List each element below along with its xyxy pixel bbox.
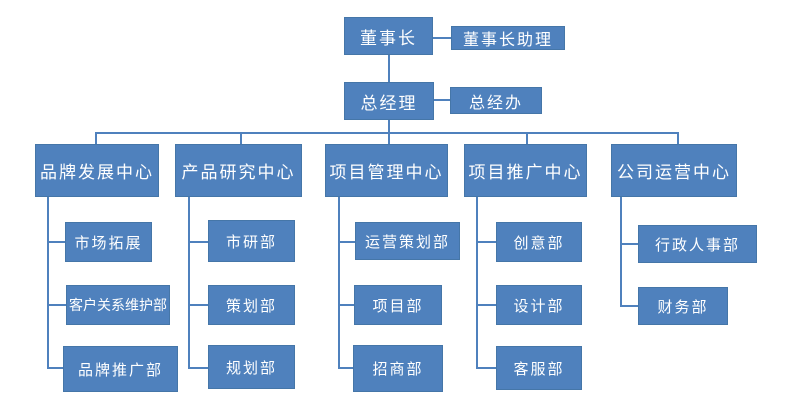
connector-bus-drop-3: [388, 132, 390, 144]
node-label: 董事长助理: [462, 32, 553, 49]
node-label: 项目管理中心: [329, 163, 444, 182]
connector-chairman-gm: [388, 55, 390, 82]
connector-bus-drop-1: [95, 132, 97, 144]
connector-spine-col2: [188, 197, 190, 369]
node-label: 项目部: [372, 297, 424, 315]
org-node-gm-office[interactable]: 总经办: [450, 87, 542, 114]
connector-spine-col4: [476, 197, 478, 369]
node-label: 客服部: [513, 360, 565, 378]
node-label: 策划部: [225, 297, 277, 315]
connector-elbow-col2-1: [188, 241, 208, 243]
dept-node-customer-relations[interactable]: 客户关系维护部: [66, 285, 170, 325]
node-label: 项目推广中心: [468, 163, 583, 182]
dept-node-investment[interactable]: 招商部: [353, 345, 443, 392]
connector-bus: [95, 132, 679, 134]
dept-node-project[interactable]: 项目部: [354, 285, 442, 325]
node-label: 总经办: [468, 94, 523, 112]
org-node-general-manager[interactable]: 总经理: [344, 82, 434, 120]
node-label: 市研部: [225, 233, 277, 251]
node-label: 财务部: [657, 298, 709, 316]
center-node-project-management[interactable]: 项目管理中心: [325, 144, 448, 197]
connector-elbow-col5-1: [620, 243, 638, 245]
connector-chairman-assistant: [433, 37, 451, 39]
connector-elbow-col2-3: [188, 367, 208, 369]
connector-bus-drop-2: [240, 132, 242, 144]
dept-node-finance[interactable]: 财务部: [638, 287, 728, 325]
dept-node-creative[interactable]: 创意部: [496, 222, 582, 262]
connector-elbow-col1-1: [47, 241, 65, 243]
connector-gm-office: [434, 99, 450, 101]
node-label: 运营策划部: [364, 233, 450, 251]
connector-elbow-col3-1: [338, 241, 355, 243]
connector-elbow-col5-2: [620, 305, 638, 307]
connector-elbow-col1-2: [47, 304, 66, 306]
connector-bus-drop-5: [677, 132, 679, 144]
connector-spine-col1: [47, 197, 49, 369]
connector-elbow-col4-2: [476, 304, 496, 306]
dept-node-customer-service[interactable]: 客服部: [496, 346, 582, 390]
connector-elbow-col1-3: [47, 367, 63, 369]
center-node-brand-development[interactable]: 品牌发展中心: [35, 144, 159, 197]
center-node-project-promotion[interactable]: 项目推广中心: [464, 144, 587, 197]
node-label: 客户关系维护部: [69, 297, 167, 313]
node-label: 产品研究中心: [181, 163, 296, 182]
dept-node-planning[interactable]: 策划部: [208, 285, 295, 325]
connector-elbow-col3-2: [338, 304, 354, 306]
connector-bus-drop-4: [526, 132, 528, 144]
connector-spine-col3: [338, 197, 340, 369]
node-label: 规划部: [225, 359, 277, 377]
dept-node-operations-planning[interactable]: 运营策划部: [355, 222, 460, 260]
node-label: 董事长: [360, 28, 417, 48]
center-node-product-research[interactable]: 产品研究中心: [175, 144, 302, 197]
connector-elbow-col4-3: [476, 367, 496, 369]
node-label: 品牌推广部: [77, 361, 163, 379]
node-label: 公司运营中心: [617, 163, 731, 182]
connector-spine-col5: [620, 197, 622, 307]
node-label: 总经理: [360, 93, 418, 113]
dept-node-admin-hr[interactable]: 行政人事部: [638, 225, 757, 263]
center-node-company-operations[interactable]: 公司运营中心: [611, 144, 737, 197]
dept-node-brand-promotion[interactable]: 品牌推广部: [63, 346, 178, 392]
connector-elbow-col2-2: [188, 304, 208, 306]
dept-node-market-expansion[interactable]: 市场拓展: [65, 222, 152, 262]
node-label: 品牌发展中心: [40, 163, 154, 182]
connector-elbow-col3-3: [338, 367, 353, 369]
org-node-chairman[interactable]: 董事长: [344, 17, 433, 55]
dept-node-program-planning[interactable]: 规划部: [208, 345, 295, 389]
org-node-chairman-assistant[interactable]: 董事长助理: [451, 26, 565, 50]
node-label: 市场拓展: [74, 234, 143, 252]
connector-gm-bus: [388, 120, 390, 134]
dept-node-design[interactable]: 设计部: [496, 285, 582, 325]
node-label: 设计部: [513, 297, 565, 315]
node-label: 招商部: [372, 361, 424, 378]
connector-elbow-col4-1: [476, 241, 496, 243]
node-label: 行政人事部: [654, 236, 740, 254]
node-label: 创意部: [513, 234, 565, 252]
dept-node-market-research[interactable]: 市研部: [208, 220, 295, 262]
